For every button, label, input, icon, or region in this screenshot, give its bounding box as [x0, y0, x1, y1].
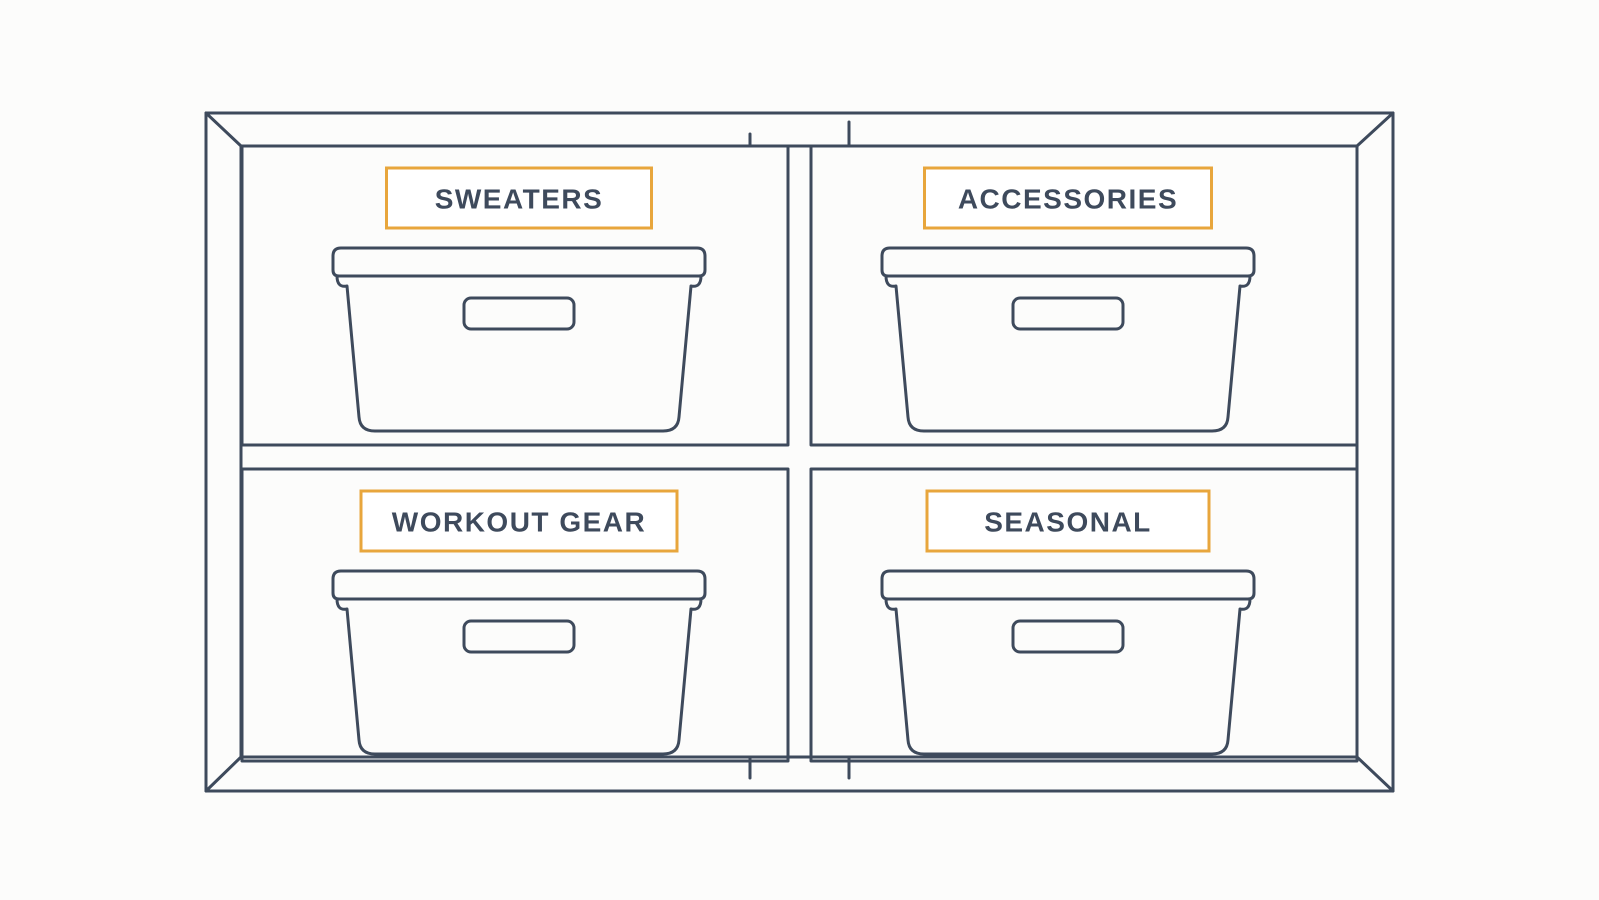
frame-bevel-bottom-left [204, 755, 243, 793]
bin-body [335, 597, 703, 756]
bin-lid [331, 246, 707, 278]
label-border [359, 489, 679, 553]
bin-lid [331, 569, 707, 601]
compartment-frame [240, 467, 790, 763]
compartment-label: SEASONAL [925, 489, 1211, 553]
shelf-outer-frame [204, 111, 1395, 793]
storage-bin-icon [880, 569, 1256, 756]
storage-bin-icon [331, 569, 707, 756]
frame-bevel-top-right [1355, 111, 1395, 148]
compartment-label: WORKOUT GEAR [359, 489, 679, 553]
bin-lid [880, 569, 1256, 601]
label-text: SEASONAL [984, 507, 1152, 538]
shelf-frame [204, 111, 1395, 793]
bin-handle [462, 619, 576, 654]
bin-handle [462, 296, 576, 331]
compartment: ACCESSORIES [809, 144, 1359, 447]
compartment-frame [809, 144, 1359, 447]
label-border [385, 166, 653, 230]
frame-bevel-bottom-right [1355, 755, 1395, 793]
storage-bin-icon [880, 246, 1256, 433]
bin-lid [880, 246, 1256, 278]
label-border [925, 489, 1211, 553]
frame-bevel-top-left [204, 111, 243, 148]
bin-body [884, 597, 1252, 756]
shelf-inner-frame [239, 144, 1359, 759]
label-text: WORKOUT GEAR [392, 507, 646, 538]
label-text: ACCESSORIES [958, 184, 1178, 215]
compartment: SEASONAL [809, 467, 1359, 763]
bin-handle [1011, 619, 1125, 654]
bin-handle [1011, 296, 1125, 331]
label-text: SWEATERS [435, 184, 604, 215]
compartment-frame [809, 467, 1359, 763]
bin-body [335, 274, 703, 433]
compartment: WORKOUT GEAR [240, 467, 790, 763]
shelf-compartments: SWEATERS ACCESSORIES WORKOUT GEAR SEASONAL [240, 144, 1359, 763]
compartment-label: SWEATERS [385, 166, 653, 230]
bin-body [884, 274, 1252, 433]
compartment: SWEATERS [240, 144, 790, 447]
compartment-frame [240, 144, 790, 447]
compartment-label: ACCESSORIES [923, 166, 1213, 230]
label-border [923, 166, 1213, 230]
storage-bin-icon [331, 246, 707, 433]
